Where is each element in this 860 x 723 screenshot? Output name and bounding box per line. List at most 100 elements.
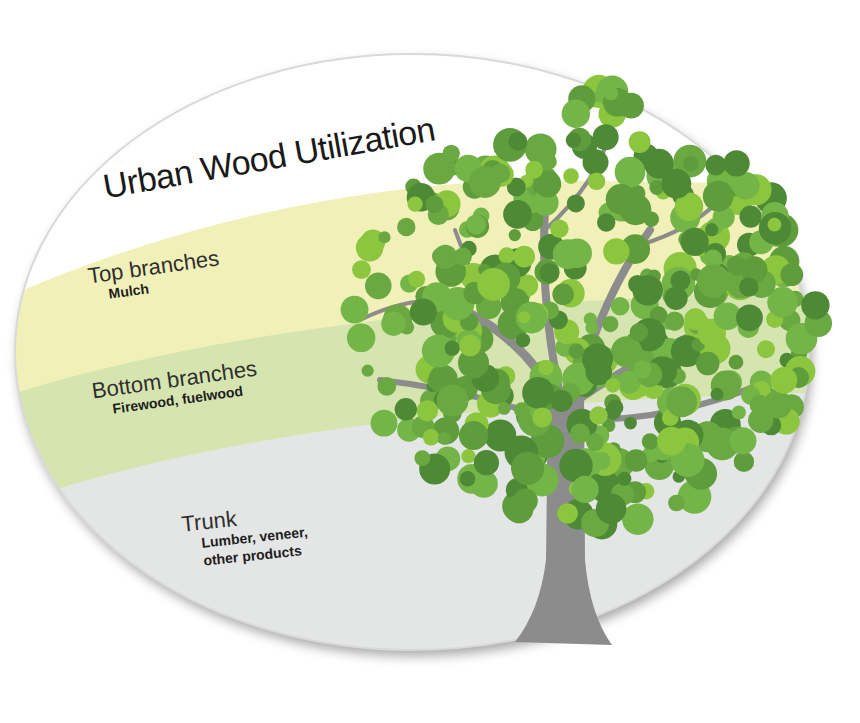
leaf	[341, 296, 369, 324]
leaf	[602, 316, 618, 332]
leaf	[697, 264, 731, 298]
leaf	[417, 400, 438, 421]
leaf	[739, 278, 758, 297]
leaf	[498, 247, 514, 263]
leaf	[770, 367, 797, 394]
leaf	[425, 195, 443, 213]
leaf	[750, 395, 770, 415]
leaf	[407, 196, 422, 211]
leaf	[666, 387, 697, 418]
leaf	[680, 228, 708, 256]
leaf	[596, 493, 626, 523]
leaf	[711, 388, 724, 401]
leaf	[525, 161, 543, 179]
trunk-band	[0, 392, 860, 723]
part-name: Top branches	[86, 244, 227, 288]
leaf	[513, 488, 538, 513]
leaf	[657, 427, 686, 456]
leaf	[484, 419, 516, 451]
leaf	[550, 219, 569, 238]
leaf	[759, 212, 791, 244]
leaf	[661, 169, 691, 199]
leaf	[516, 333, 530, 347]
leaf	[625, 449, 648, 472]
leaf	[557, 503, 577, 523]
leaf	[589, 406, 607, 424]
leaf	[711, 371, 741, 401]
leaf	[395, 398, 417, 420]
leaf	[592, 452, 610, 470]
leaf	[730, 427, 757, 454]
leaf	[443, 145, 460, 162]
leaf	[584, 313, 597, 326]
leaf	[410, 298, 437, 325]
leaf	[684, 308, 706, 330]
leaf	[780, 263, 803, 286]
leaf	[553, 239, 583, 269]
leaf	[563, 168, 579, 184]
leaf	[757, 340, 775, 358]
leaf	[705, 223, 718, 236]
leaf	[509, 132, 528, 151]
leaf	[597, 213, 615, 231]
bottom-band	[0, 290, 860, 723]
leaf	[562, 99, 590, 127]
leaf	[361, 365, 373, 377]
leaf	[571, 476, 598, 503]
leaf	[566, 133, 581, 148]
leaf	[493, 128, 527, 162]
leaf	[466, 214, 486, 234]
leaf	[498, 402, 511, 415]
band-label: Top branchesMulch	[84, 242, 233, 312]
leaf	[624, 417, 637, 430]
leaf	[615, 157, 646, 188]
leaf	[454, 248, 472, 266]
band-label: TrunkLumber, veneer, other products	[178, 492, 352, 578]
leaf	[732, 405, 746, 419]
leaf	[423, 429, 439, 445]
leaf	[586, 433, 604, 451]
leaf	[734, 452, 754, 472]
leaf	[729, 355, 744, 370]
leaf	[630, 323, 648, 341]
leaf	[516, 302, 548, 334]
leaf	[622, 504, 653, 535]
leaf	[522, 377, 554, 409]
leaf	[503, 200, 532, 229]
leaf	[466, 215, 489, 238]
top-band	[0, 180, 860, 723]
leaf	[408, 271, 425, 288]
band-label: Bottom branchesFirewood, fuelwood	[88, 352, 270, 427]
leaf	[736, 304, 763, 331]
leaf	[509, 229, 521, 241]
leaf	[606, 378, 621, 393]
leaf	[703, 181, 734, 212]
leaf	[365, 273, 392, 300]
tree	[341, 75, 832, 645]
leaf	[352, 260, 371, 279]
leaf	[511, 452, 544, 485]
leaf	[593, 124, 619, 150]
leaf	[414, 450, 430, 466]
leaf	[620, 194, 652, 226]
leaf	[552, 284, 574, 306]
leaf	[588, 172, 606, 190]
leaf	[461, 449, 475, 463]
leaf	[629, 131, 651, 153]
leaf	[670, 271, 690, 291]
leaf	[551, 390, 573, 412]
leaf	[633, 275, 663, 305]
leaf	[604, 86, 618, 100]
leaf	[696, 352, 719, 375]
leaf	[664, 287, 687, 310]
leaf	[574, 87, 588, 101]
leaf	[477, 268, 510, 301]
leaf	[801, 291, 829, 319]
leaf	[445, 341, 460, 356]
oval-outline	[15, 54, 809, 650]
leaf	[460, 471, 476, 487]
leaf	[617, 472, 631, 486]
leaf	[513, 246, 535, 268]
